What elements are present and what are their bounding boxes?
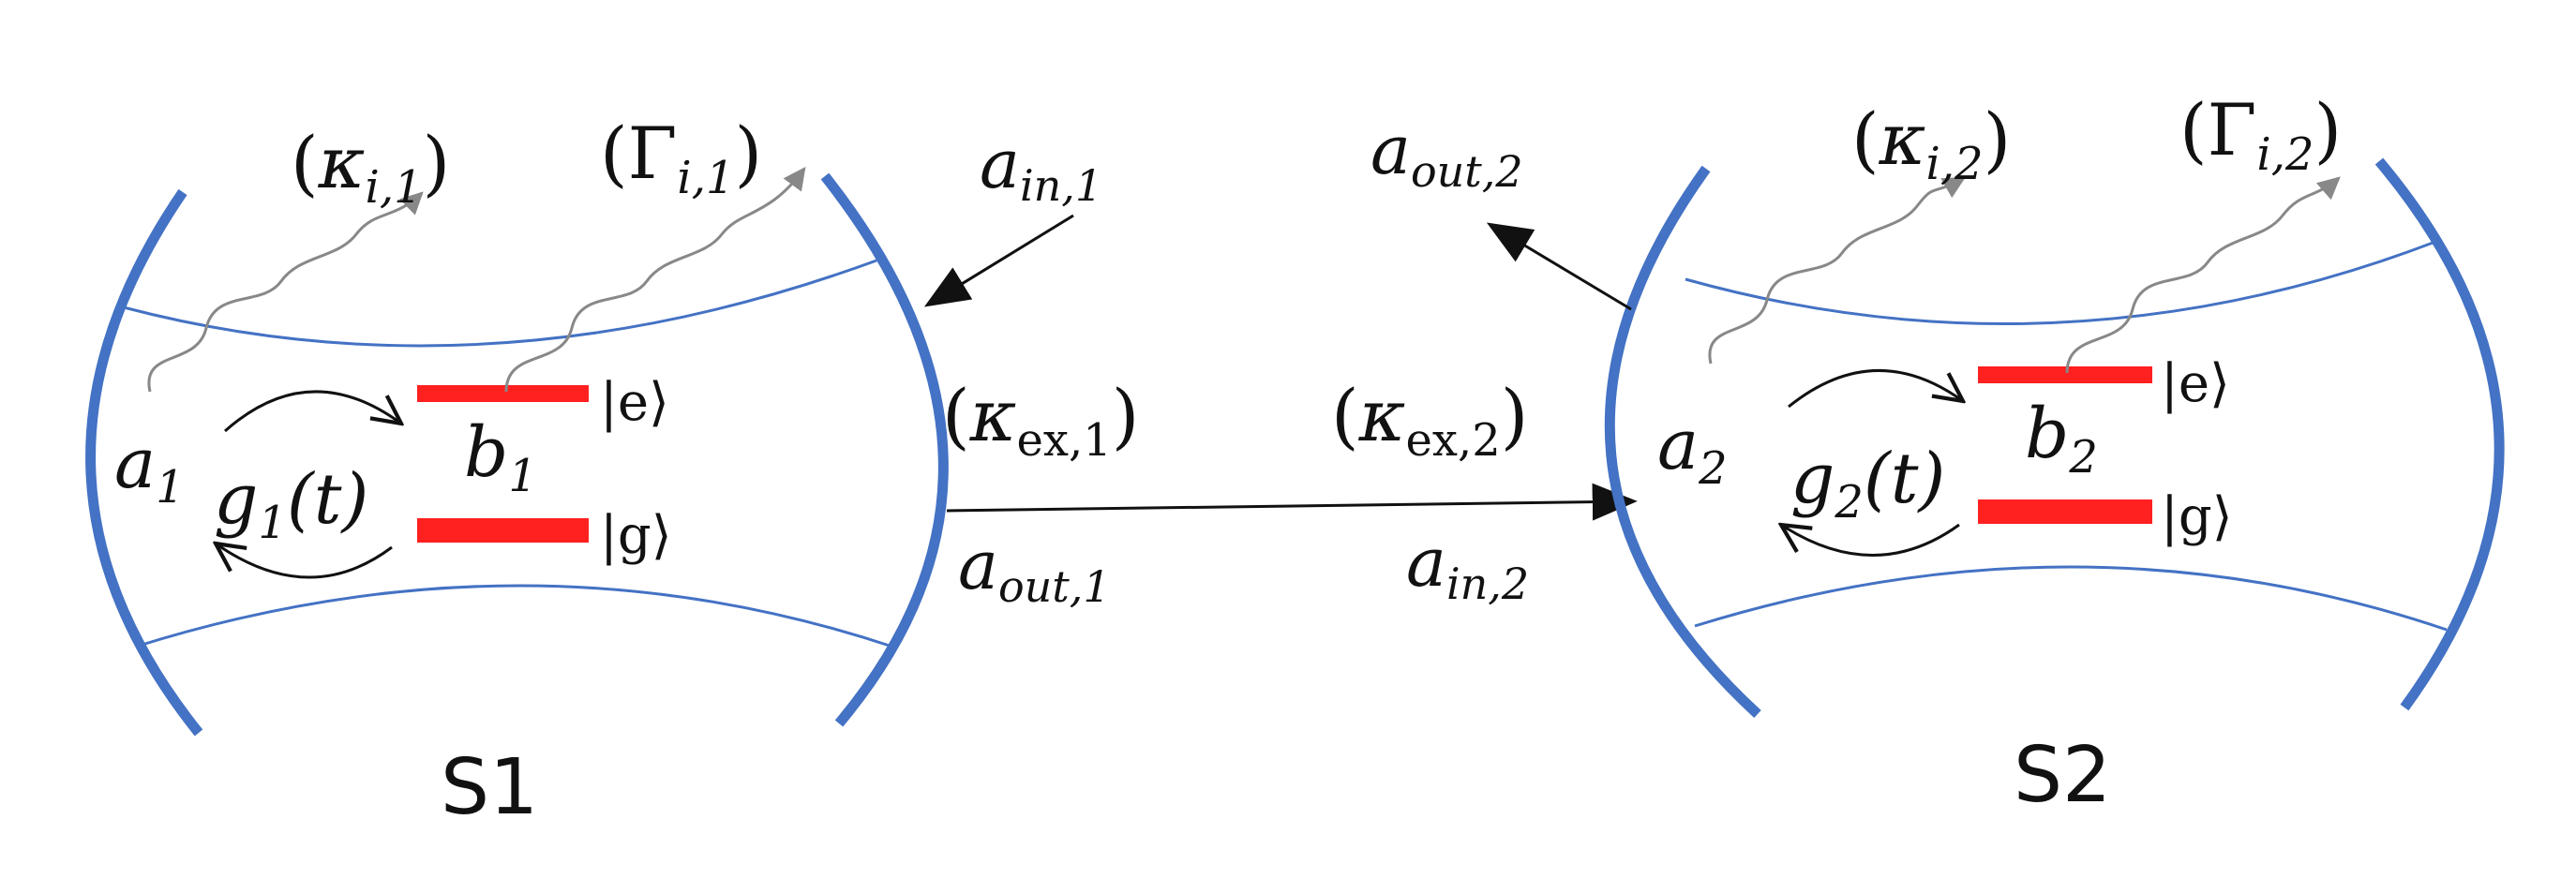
s1-left-mirror (85, 188, 203, 737)
s1-ground-state-label: |g⟩ (600, 505, 672, 566)
s1-cavity-mode-label: a1 (114, 424, 185, 514)
s1-input-arrow (923, 214, 1074, 307)
system-s1: (κi,1) (Γi,1) ain,1 (κex,1) a1 g1(t) b1 … (85, 112, 1139, 832)
s2-excited-state-label: |e⟩ (2161, 353, 2230, 414)
s1-beam-lower (135, 584, 893, 648)
s2-ground-state-label: |g⟩ (2161, 486, 2233, 547)
s1-coupling-arrow-top (224, 390, 401, 433)
s2-coupling-arrow-top (1788, 368, 1963, 409)
s1-kappa-i-label: (κi,1) (291, 121, 450, 214)
s2-right-mirror (2374, 157, 2505, 711)
s1-atom-label: b1 (464, 412, 537, 502)
s2-cavity-mode-label: a2 (1657, 405, 1728, 495)
s2-gamma-i-label: (Γi,2) (2179, 88, 2342, 181)
s2-atom-label: b2 (2025, 394, 2098, 484)
s2-atom-loss-wave (2065, 176, 2341, 374)
s2-output-label: aout,2 (1370, 111, 1523, 197)
s2-output-arrow (1486, 222, 1632, 311)
s1-right-mirror (820, 172, 949, 727)
s1-system-label: S1 (441, 743, 538, 832)
s2-coupling-arrow-bottom (1781, 525, 1960, 557)
s2-cavity-loss-wave (1708, 176, 1967, 365)
s1-coupling-arrow-bottom (216, 544, 393, 579)
s1-excited-state-label: |e⟩ (600, 372, 669, 433)
interconnect-arrow (946, 483, 1638, 521)
s1-output-label: aout,1 (958, 526, 1111, 612)
s1-beam-upper (123, 259, 877, 348)
s1-kappa-ex-label: (κex,1) (942, 374, 1139, 467)
s1-gamma-i-label: (Γi,1) (600, 112, 762, 204)
s2-beam-lower (1694, 565, 2448, 632)
s2-kappa-ex-label: (κex,2) (1331, 374, 1528, 467)
s2-input-label: ain,2 (1406, 523, 1529, 609)
s1-coupling-label: g1(t) (214, 459, 368, 549)
s2-beam-upper (1685, 240, 2436, 325)
s2-coupling-label: g2(t) (1790, 439, 1945, 529)
s1-cavity-loss-wave (147, 191, 424, 393)
s1-input-label: ain,1 (980, 125, 1102, 211)
s2-kappa-i-label: (κi,2) (1851, 97, 2011, 190)
s2-system-label: S2 (2014, 731, 2111, 820)
s1-atom-loss-wave (504, 167, 806, 393)
s2-left-mirror (1604, 165, 1761, 719)
system-s2: (κi,2) (Γi,2) aout,2 (κex,2) ain,2 a2 g2… (1331, 88, 2505, 820)
